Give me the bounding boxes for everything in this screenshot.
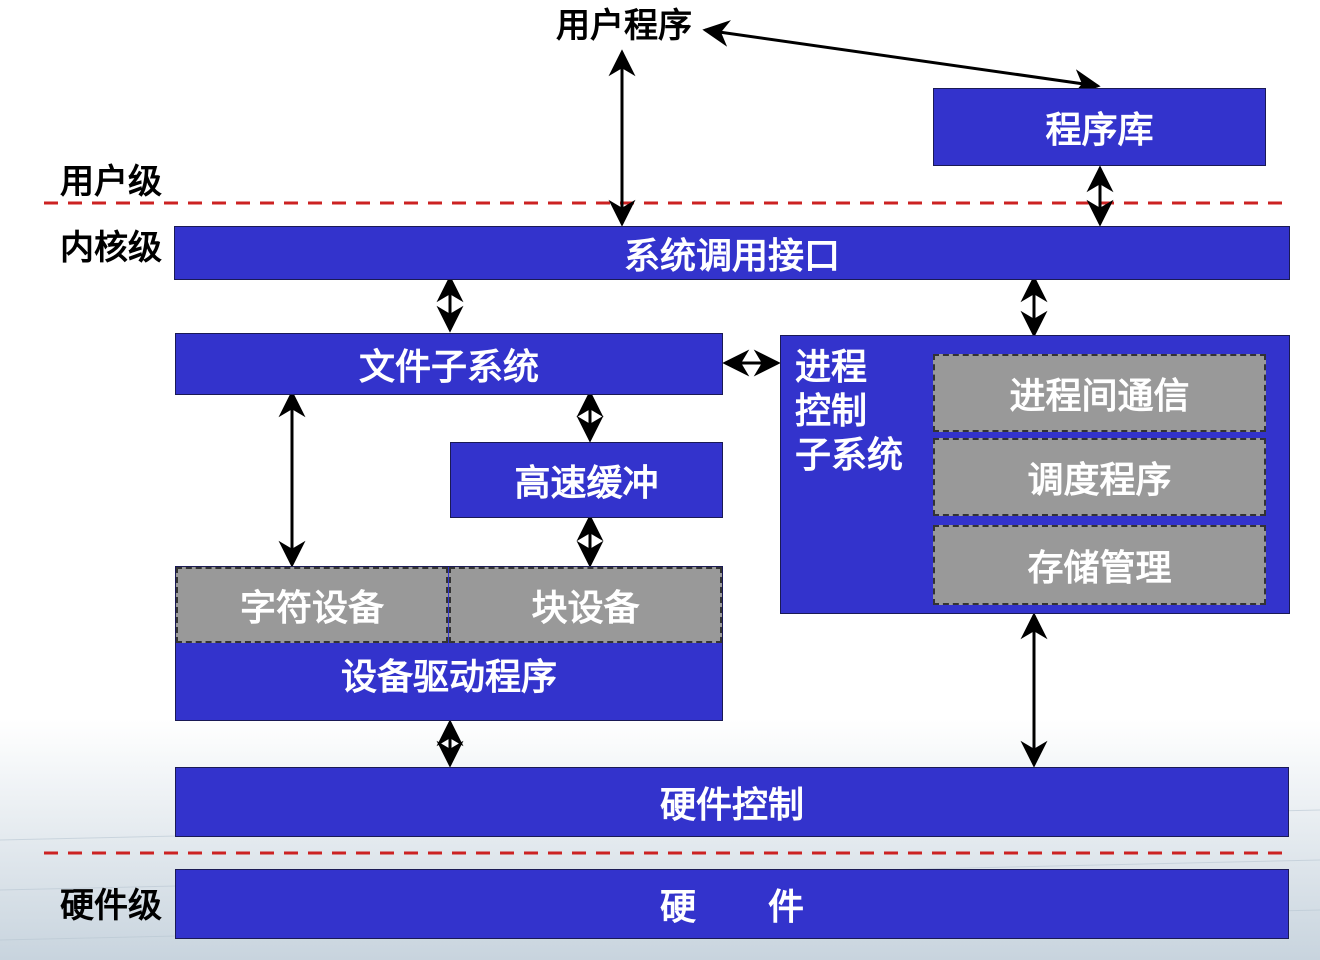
hardware-level-label: 硬件级: [60, 886, 162, 926]
ipc-box: 进程间通信: [933, 354, 1266, 432]
char-device-box: 字符设备: [176, 567, 448, 643]
process-title-line: 控制: [795, 391, 868, 432]
arrow-userprog-library: [702, 20, 1101, 96]
syscall-interface-box: 系统调用接口: [174, 226, 1290, 280]
process-title-line: 进程: [795, 347, 868, 388]
device-driver-label: 设备驱动程序: [340, 657, 557, 698]
hardware-control-box: 硬件控制: [175, 767, 1289, 837]
memory-management-box: 存储管理: [933, 525, 1266, 605]
user-program-label: 用户程序: [556, 6, 692, 46]
file-subsystem-box: 文件子系统: [175, 333, 723, 395]
kernel-level-label: 内核级: [60, 228, 162, 268]
block-device-box: 块设备: [449, 567, 722, 643]
scheduler-box: 调度程序: [933, 438, 1266, 516]
process-subsystem-title: 进程 控制 子系统: [795, 346, 903, 478]
user-level-label: 用户级: [60, 162, 162, 202]
library-box: 程序库: [933, 88, 1266, 166]
process-title-line: 子系统: [795, 435, 904, 476]
hardware-box: 硬 件: [175, 869, 1289, 939]
buffer-cache-box: 高速缓冲: [450, 442, 723, 518]
